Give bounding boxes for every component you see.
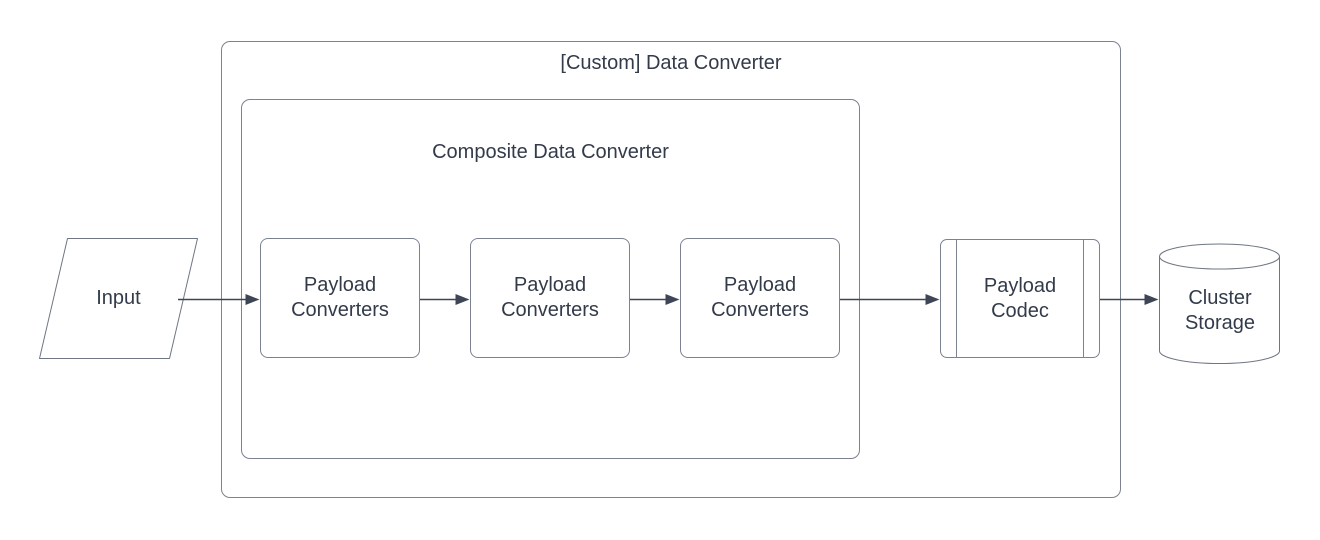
payload-converters-2-label: Payload Converters bbox=[501, 274, 599, 321]
payload-converters-3-label: Payload Converters bbox=[711, 274, 809, 321]
node-composite-data-converter: Composite Data Converter bbox=[241, 99, 860, 459]
payload-converters-1-label: Payload Converters bbox=[291, 274, 389, 321]
payload-codec-label: Payload Codec bbox=[983, 274, 1057, 322]
composite-data-converter-label: Composite Data Converter bbox=[432, 141, 669, 163]
node-payload-codec: Payload Codec bbox=[940, 239, 1100, 358]
node-payload-converters-1: Payload Converters bbox=[260, 238, 420, 358]
cluster-storage-label: Cluster Storage bbox=[1184, 287, 1256, 334]
payload-codec-left-bar bbox=[956, 240, 957, 357]
node-custom-data-converter: [Custom] Data Converter bbox=[221, 41, 1121, 498]
node-payload-converters-3: Payload Converters bbox=[680, 238, 840, 358]
node-payload-converters-2: Payload Converters bbox=[470, 238, 630, 358]
input-label: Input bbox=[96, 287, 141, 309]
custom-data-converter-label: [Custom] Data Converter bbox=[560, 52, 782, 74]
payload-codec-right-bar bbox=[1083, 240, 1084, 357]
